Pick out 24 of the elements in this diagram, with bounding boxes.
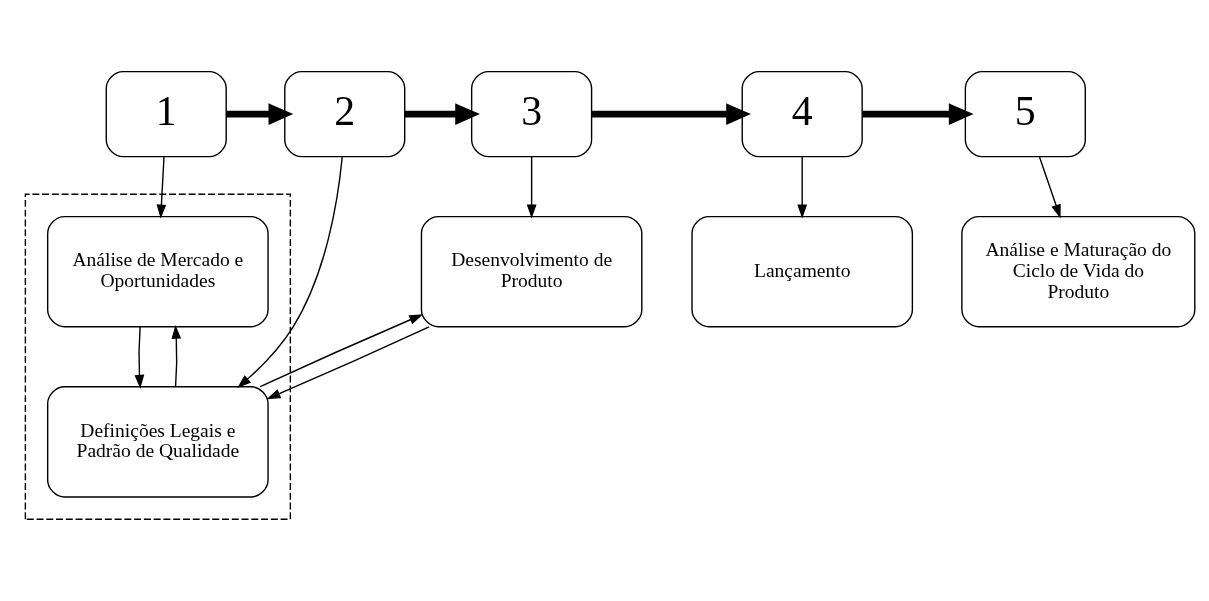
- cluster: [24, 193, 292, 520]
- arrow: [259, 313, 424, 387]
- node-box: Análise e Maturação do Ciclo de Vida do Produto: [961, 215, 1196, 327]
- arrow: [526, 155, 537, 219]
- node-box: 1: [105, 70, 227, 157]
- arrow: [226, 102, 294, 125]
- node-box: Definições Legais e Padrão de Qualidade: [47, 385, 269, 498]
- arrow: [591, 102, 751, 125]
- arrow: [237, 155, 343, 388]
- arrow: [134, 325, 145, 389]
- node-box: 4: [741, 70, 863, 157]
- arrow: [797, 155, 808, 219]
- arrow: [171, 324, 182, 387]
- arrow: [404, 102, 480, 125]
- node-box: Desenvolvimento de Produto: [420, 215, 643, 327]
- node-box: 2: [284, 70, 406, 157]
- node-box: Lançamento: [691, 215, 914, 327]
- arrow: [156, 155, 167, 219]
- node-box: 5: [964, 70, 1086, 157]
- node-box: Análise de Mercado e Oportunidades: [47, 215, 269, 327]
- arrow: [266, 325, 430, 399]
- arrow: [1038, 155, 1061, 218]
- node-box: 3: [470, 70, 593, 157]
- arrow: [862, 102, 974, 125]
